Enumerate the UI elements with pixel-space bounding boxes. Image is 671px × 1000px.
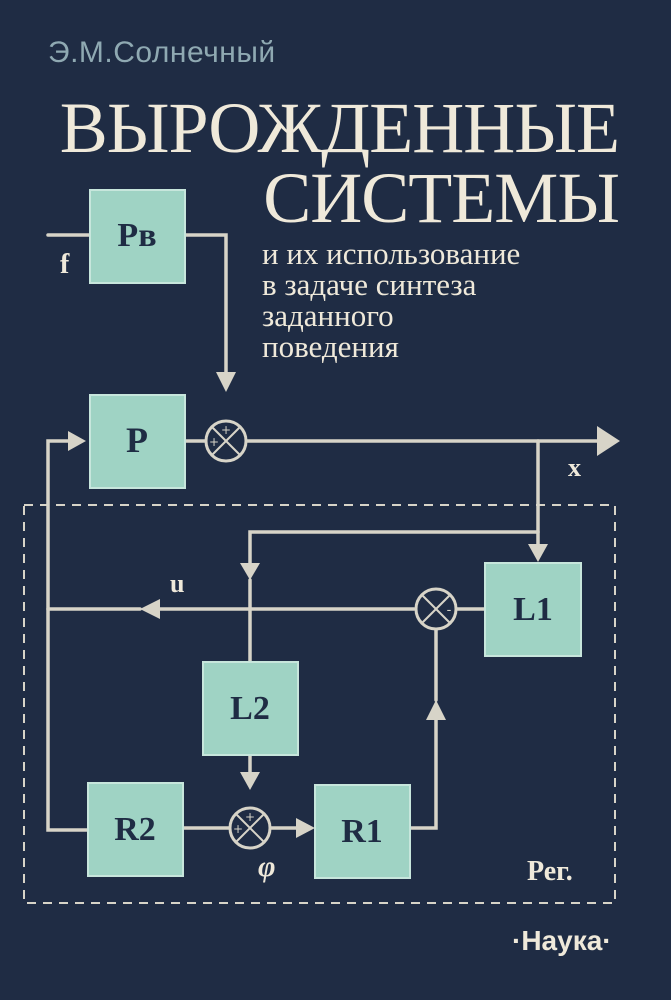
- block-r2-label: R2: [114, 811, 156, 848]
- subtitle-line-2: в задаче синтеза: [262, 267, 477, 302]
- block-pv-label: Pв: [117, 217, 156, 254]
- pv-output-line: [183, 233, 228, 374]
- svg-text:+: +: [233, 822, 243, 836]
- subtitle-line-1: и их использование: [262, 236, 521, 271]
- block-pv: [89, 189, 186, 284]
- signal-u-label: u: [170, 569, 184, 598]
- block-l1: [484, 562, 582, 657]
- book-title-line-1: ВЫРОЖДЕННЫЕ: [59, 88, 620, 168]
- svg-text:+: +: [245, 810, 255, 824]
- block-r1: [314, 784, 411, 879]
- svg-text:-: -: [447, 603, 452, 618]
- subtitle-line-3: заданного: [262, 298, 394, 333]
- x-to-l2-line: [248, 530, 540, 565]
- block-l2: [202, 661, 299, 756]
- block-p: [89, 394, 186, 489]
- block-r1-label: R1: [341, 813, 383, 850]
- publisher-name: ·Наука·: [512, 925, 612, 956]
- summer-right: -: [414, 587, 458, 631]
- svg-text:+: +: [209, 435, 219, 449]
- region-label: Рег.: [527, 856, 573, 887]
- block-l2-label: L2: [230, 690, 270, 727]
- author-name: Э.М.Солнечный: [48, 36, 276, 69]
- feedback-line: [46, 439, 90, 832]
- block-l1-label: L1: [513, 591, 553, 628]
- subtitle-line-4: поведения: [262, 329, 399, 364]
- book-subtitle: и их использование в задаче синтеза зада…: [262, 238, 520, 362]
- summer-lower: + +: [228, 806, 272, 850]
- summer-upper: + +: [204, 419, 248, 463]
- r1-to-summer-line: [408, 718, 438, 830]
- regulator-region: [23, 504, 616, 904]
- signal-x-label: x: [568, 453, 581, 482]
- svg-text:+: +: [221, 423, 231, 437]
- block-r2: [87, 782, 184, 877]
- signal-f-label: f: [60, 249, 70, 280]
- book-title-line-2: СИСТЕМЫ: [263, 158, 620, 238]
- block-p-label: P: [126, 420, 148, 460]
- signal-phi-label: φ: [258, 850, 276, 883]
